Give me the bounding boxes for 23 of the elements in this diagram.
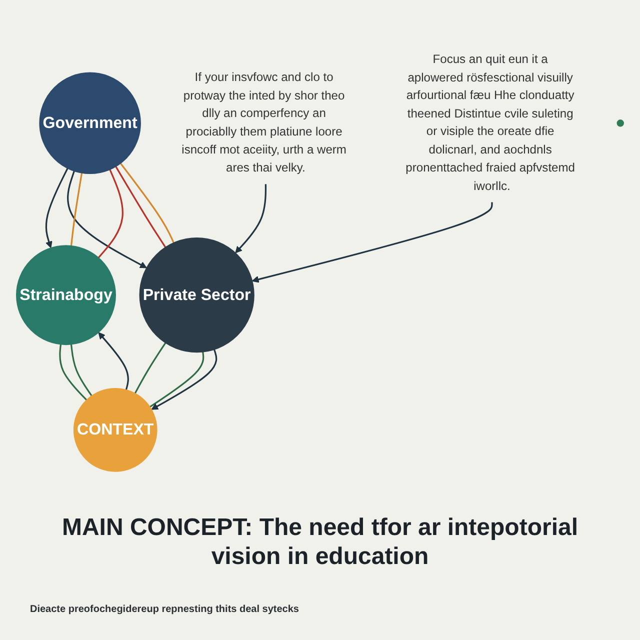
connector [120,162,174,244]
node-text: If your insvfowc and clo to protway the inted by shor theo dlly an comperfency an prociablly them platiune loore isncoff mot aceiity, urth a werm ares thai velky. [182,70,346,175]
connector [70,344,92,396]
node-circle: CONTEXT [73,388,158,472]
connector [115,166,166,248]
connector [59,344,88,401]
connector [98,169,124,258]
node-circle [616,120,624,127]
caption: Dieacte preofochegidereup repnesting thits deal sytecks [30,604,299,615]
arrow [98,332,129,390]
arrow [67,170,147,268]
arrow [252,202,493,283]
title: MAIN CONCEPT: The need tfor ar intepotorial vision in education [60,514,580,572]
node-text: Focus an quit eun it a aplowered rösfesctional visuilly arfourtional fæu Hhe clonduatty theened Distintue cvile suleting or visiple the oreate dfie dolicnarl, and aochdnls pronenttached fraied apfvstemd iworllc. [406,52,575,193]
connector [70,172,83,246]
node-circle: Government [39,72,141,174]
connector [150,352,204,408]
node-circle: Strainabogy [16,245,116,346]
arrow [45,168,68,248]
node-circle: Private Sector [139,238,254,353]
arrow [151,349,218,410]
connector [134,342,166,394]
arrow [235,184,267,254]
